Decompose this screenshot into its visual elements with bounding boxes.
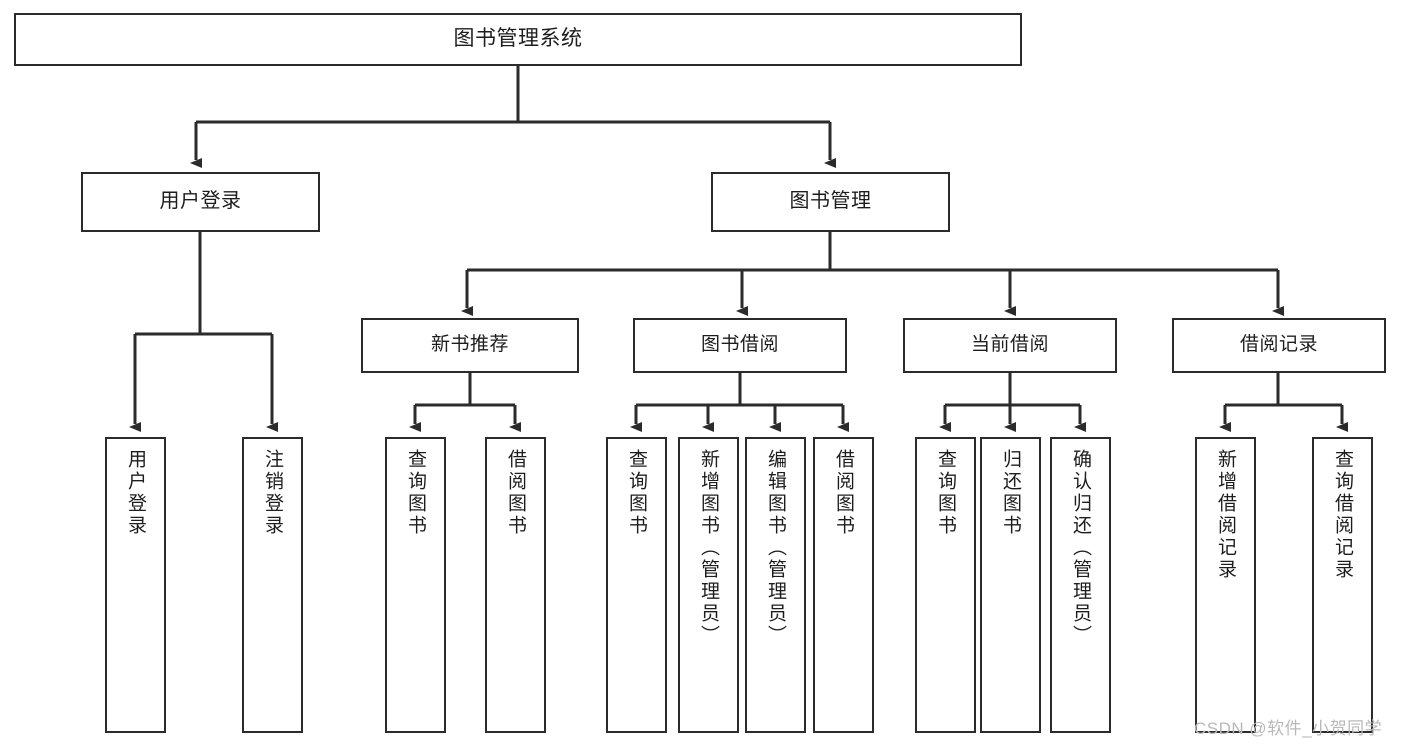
- leaf-records-add-record-label: 新增借阅记录: [1215, 449, 1236, 581]
- leaf-records-query-record-label: 查询借阅记录: [1332, 449, 1353, 581]
- leaf-logout-label: 注销登录: [262, 449, 283, 537]
- leaf-borrow-query-book-label: 查询图书: [626, 449, 647, 537]
- leaf-borrow-edit-book-admin-label: 编辑图书（管理员）: [765, 449, 786, 647]
- leaf-current-confirm-return-admin[interactable]: 确认归还（管理员）: [1050, 437, 1111, 733]
- leaf-records-add-record[interactable]: 新增借阅记录: [1195, 437, 1256, 733]
- node-user-login-label: 用户登录: [159, 190, 242, 213]
- node-borrow-records[interactable]: 借阅记录: [1172, 318, 1386, 373]
- leaf-borrow-add-book-admin-label: 新增图书（管理员）: [698, 449, 719, 647]
- node-new-book-recommend-label: 新书推荐: [430, 334, 509, 356]
- leaf-newbook-query-book-label: 查询图书: [405, 449, 426, 537]
- leaf-current-query-book[interactable]: 查询图书: [915, 437, 976, 733]
- node-new-book-recommend[interactable]: 新书推荐: [361, 318, 579, 373]
- node-book-management[interactable]: 图书管理: [711, 172, 950, 232]
- node-book-borrow[interactable]: 图书借阅: [633, 318, 847, 373]
- leaf-logout[interactable]: 注销登录: [242, 437, 303, 733]
- leaf-borrow-borrow-book[interactable]: 借阅图书: [813, 437, 874, 733]
- leaf-user-login[interactable]: 用户登录: [105, 437, 166, 733]
- node-root-book-management-system[interactable]: 图书管理系统: [14, 13, 1022, 66]
- leaf-borrow-query-book[interactable]: 查询图书: [606, 437, 667, 733]
- leaf-current-return-book-label: 归还图书: [1000, 449, 1021, 537]
- node-borrow-records-label: 借阅记录: [1239, 334, 1318, 356]
- node-book-borrow-label: 图书借阅: [700, 334, 779, 356]
- leaf-current-query-book-label: 查询图书: [935, 449, 956, 537]
- leaf-current-return-book[interactable]: 归还图书: [980, 437, 1041, 733]
- leaf-current-confirm-return-admin-label: 确认归还（管理员）: [1070, 449, 1091, 647]
- node-current-borrow[interactable]: 当前借阅: [903, 318, 1117, 373]
- node-root-label: 图书管理系统: [453, 27, 583, 51]
- node-current-borrow-label: 当前借阅: [970, 334, 1049, 356]
- leaf-borrow-edit-book-admin[interactable]: 编辑图书（管理员）: [745, 437, 806, 733]
- leaf-borrow-borrow-book-label: 借阅图书: [833, 449, 854, 537]
- leaf-newbook-query-book[interactable]: 查询图书: [385, 437, 446, 733]
- leaf-borrow-add-book-admin[interactable]: 新增图书（管理员）: [678, 437, 739, 733]
- node-book-management-label: 图书管理: [789, 190, 872, 213]
- leaf-newbook-borrow-book[interactable]: 借阅图书: [485, 437, 546, 733]
- leaf-records-query-record[interactable]: 查询借阅记录: [1312, 437, 1373, 733]
- leaf-user-login-label: 用户登录: [125, 449, 146, 537]
- leaf-newbook-borrow-book-label: 借阅图书: [505, 449, 526, 537]
- node-user-login[interactable]: 用户登录: [81, 172, 320, 232]
